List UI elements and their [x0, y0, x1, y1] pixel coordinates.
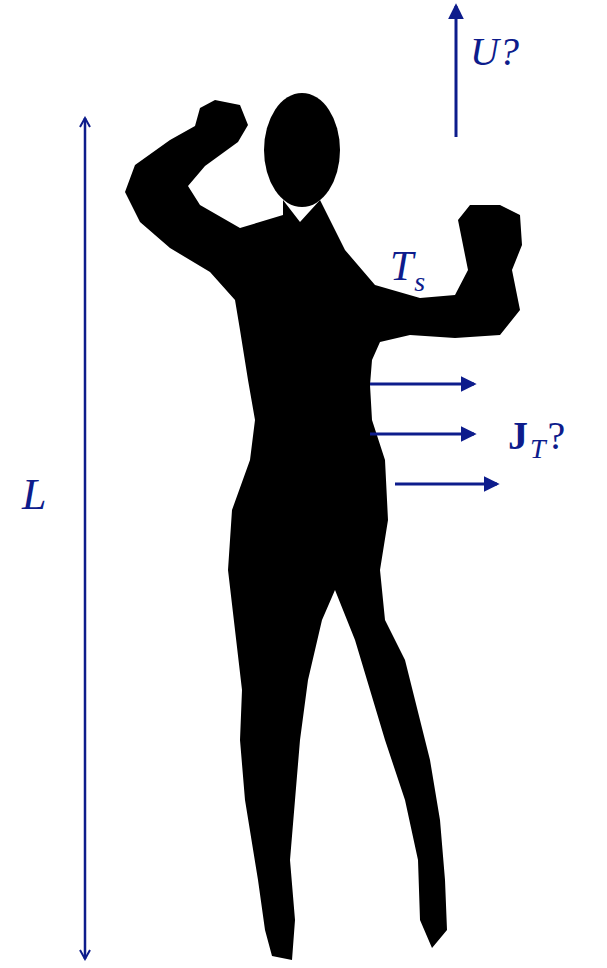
flux-arrow	[370, 383, 474, 386]
flux-arrow	[370, 433, 474, 436]
flux-arrow	[395, 483, 497, 486]
woman-silhouette	[125, 93, 522, 960]
length-label: L	[22, 473, 46, 517]
subscript: s	[414, 268, 425, 296]
temperature-label: T	[390, 245, 413, 287]
velocity-arrow	[455, 6, 458, 137]
head	[264, 93, 340, 207]
velocity-label: U?	[470, 32, 519, 72]
flux-label: J	[508, 416, 528, 456]
flux-label: ?	[548, 416, 566, 456]
length-arrow	[84, 118, 87, 959]
subscript: T	[530, 435, 546, 463]
body	[125, 100, 522, 960]
